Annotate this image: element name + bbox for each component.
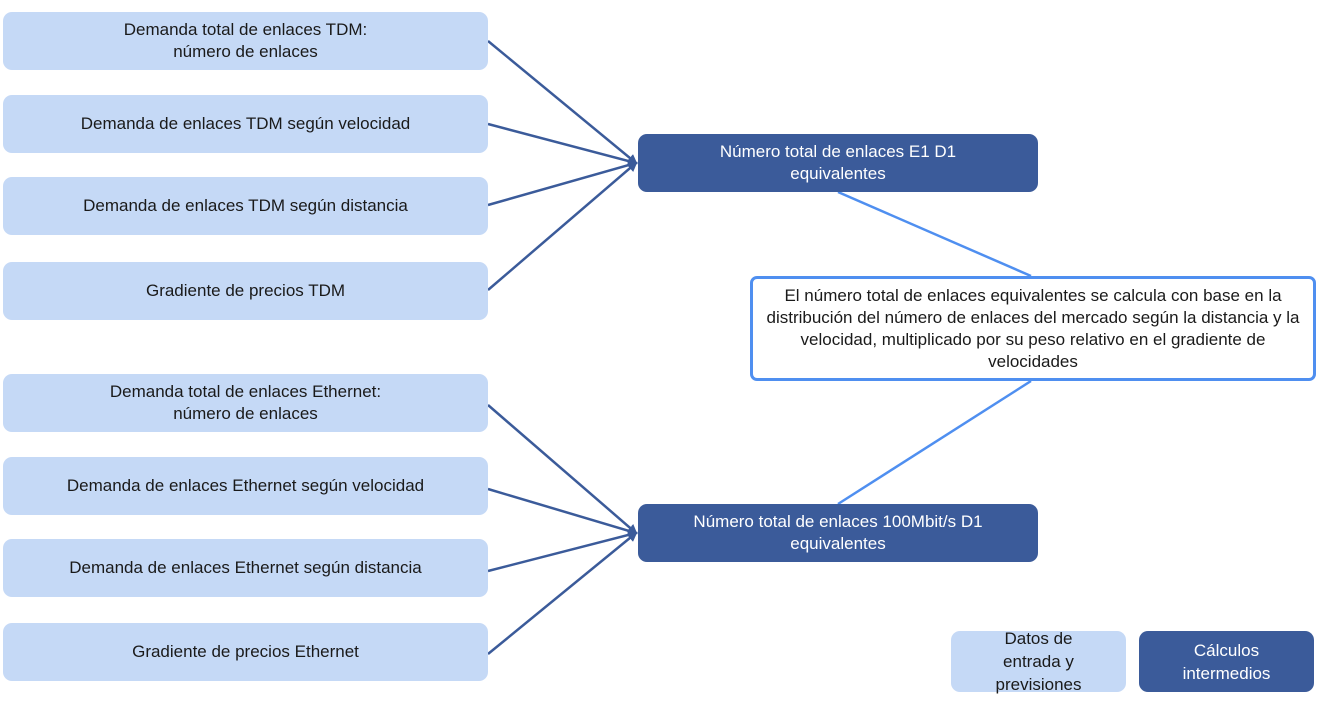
- legend-label: Cálculos intermedios: [1182, 640, 1271, 683]
- arrow-eth-4: [487, 531, 638, 655]
- note-text: El número total de enlaces equivalentes …: [766, 285, 1300, 371]
- explanation-note: El número total de enlaces equivalentes …: [750, 276, 1316, 381]
- input-tdm-total-demand: Demanda total de enlaces TDM: número de …: [3, 12, 488, 70]
- note-connector-bottom: [837, 379, 1032, 506]
- input-label: Demanda de enlaces Ethernet según veloci…: [66, 476, 425, 495]
- input-tdm-demand-by-distance: Demanda de enlaces TDM según distancia: [3, 177, 488, 235]
- calc-e1-d1-equivalents: Número total de enlaces E1 D1 equivalent…: [638, 134, 1038, 192]
- calc-100mbit-d1-equivalents: Número total de enlaces 100Mbit/s D1 equ…: [638, 504, 1038, 562]
- arrow-eth-2: [487, 487, 638, 536]
- arrow-tdm-2: [487, 122, 638, 166]
- input-ethernet-demand-by-distance: Demanda de enlaces Ethernet según distan…: [3, 539, 488, 597]
- arrow-eth-1: [487, 404, 638, 535]
- arrow-eth-3: [487, 530, 638, 573]
- input-label: Demanda de enlaces Ethernet según distan…: [69, 558, 422, 577]
- arrow-tdm-1: [487, 40, 638, 165]
- arrow-tdm-4: [487, 161, 638, 291]
- calc-label: Número total de enlaces 100Mbit/s D1 equ…: [693, 512, 983, 553]
- input-tdm-demand-by-speed: Demanda de enlaces TDM según velocidad: [3, 95, 488, 153]
- input-label: Demanda de enlaces TDM según distancia: [83, 196, 408, 215]
- input-label: Gradiente de precios Ethernet: [132, 642, 359, 661]
- input-label: Gradiente de precios TDM: [145, 281, 346, 300]
- input-label: Demanda total de enlaces Ethernet: númer…: [109, 382, 382, 423]
- input-ethernet-demand-by-speed: Demanda de enlaces Ethernet según veloci…: [3, 457, 488, 515]
- input-label: Demanda total de enlaces TDM: número de …: [123, 20, 368, 61]
- arrow-tdm-3: [487, 160, 638, 207]
- calc-label: Número total de enlaces E1 D1 equivalent…: [719, 142, 957, 183]
- legend-input-data: Datos de entrada y previsiones: [951, 629, 1126, 694]
- input-ethernet-total-demand: Demanda total de enlaces Ethernet: númer…: [3, 374, 488, 432]
- input-label: Demanda de enlaces TDM según velocidad: [80, 114, 411, 133]
- legend-intermediate-calculations: Cálculos intermedios: [1139, 631, 1314, 692]
- input-ethernet-price-gradient: Gradiente de precios Ethernet: [3, 623, 488, 681]
- input-tdm-price-gradient: Gradiente de precios TDM: [3, 262, 488, 320]
- note-connector-top: [837, 190, 1032, 278]
- legend-label: Datos de entrada y previsiones: [995, 629, 1082, 694]
